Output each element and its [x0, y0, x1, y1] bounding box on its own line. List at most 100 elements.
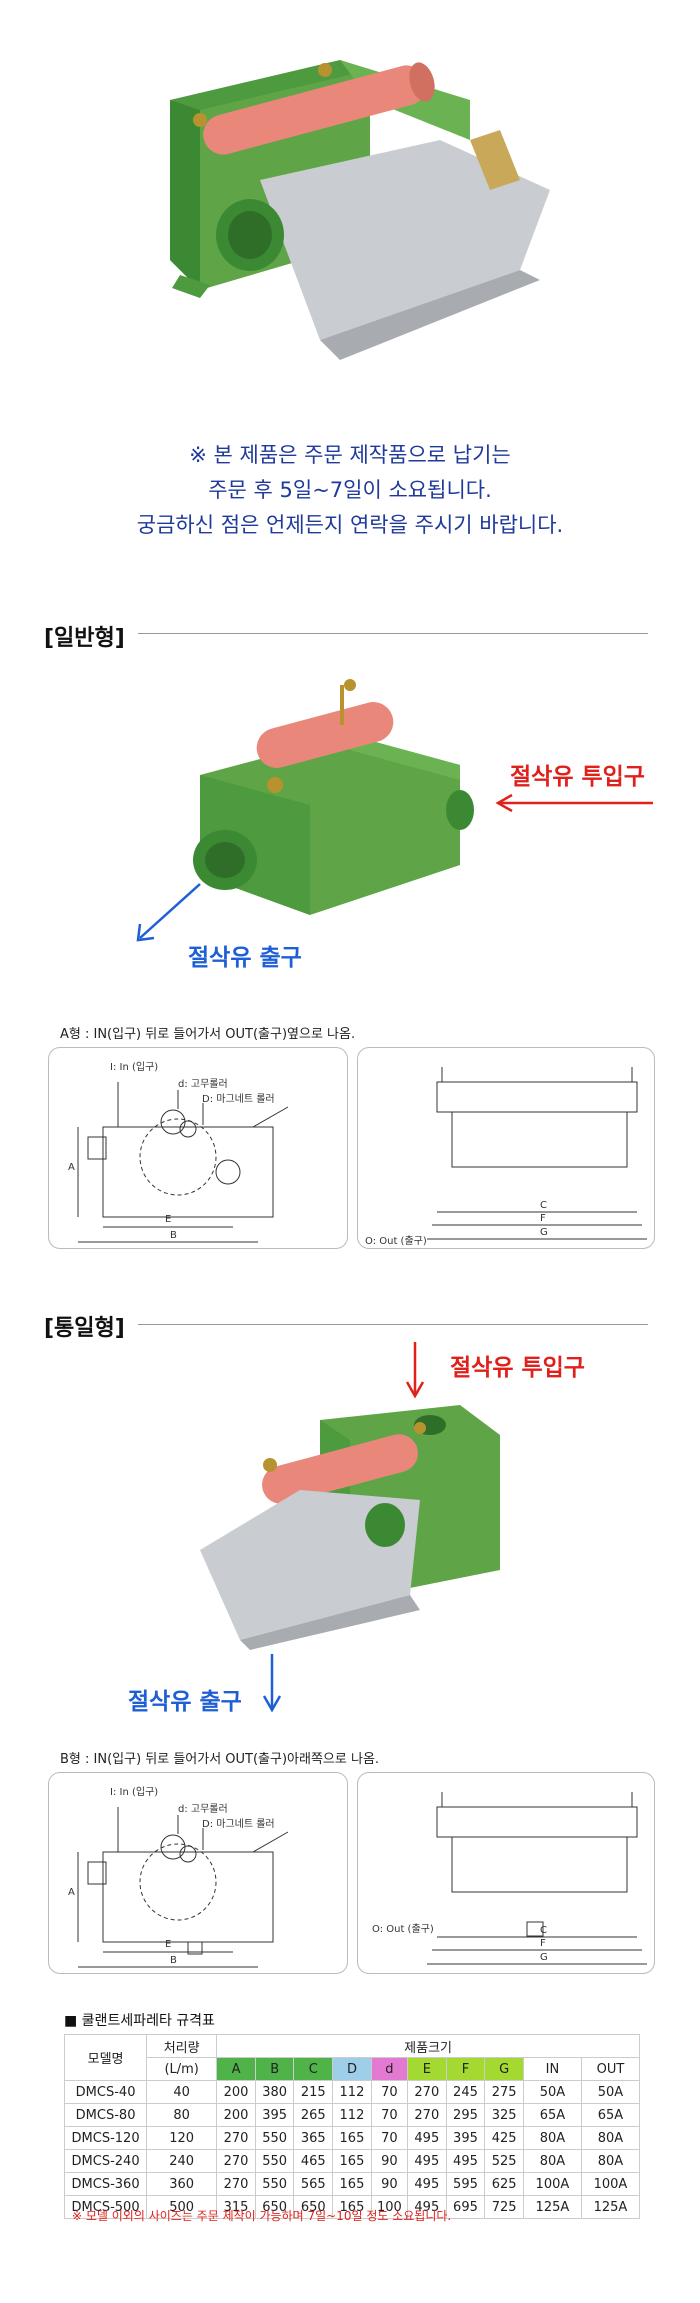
section-a-divider	[138, 633, 648, 634]
table-cell: 50A	[580, 2080, 641, 2104]
table-cell: 625	[484, 2172, 524, 2196]
table-cell: 650	[293, 2195, 334, 2219]
inlet-label-b: 절삭유 투입구	[450, 1355, 585, 1381]
table-cell: DMCS-80	[63, 2103, 148, 2127]
table-cell: 550	[254, 2172, 295, 2196]
dim-header-b: B	[254, 2057, 295, 2081]
table-cell: 495	[407, 2126, 447, 2150]
table-cell: 365	[293, 2126, 334, 2150]
table-cell: 500	[146, 2195, 218, 2219]
table-cell: 495	[445, 2149, 486, 2173]
diagram-a-front	[427, 1067, 647, 1240]
dim-a-b: A	[68, 1887, 75, 1898]
table-cell: 425	[484, 2126, 524, 2150]
dim-label-in-a: I: In (입구)	[110, 1062, 159, 1073]
type-b-caption: B형 : IN(입구) 뒤로 들어가서 OUT(출구)아래쪽으로 나옴.	[60, 1752, 380, 1767]
dim-label-in-b: I: In (입구)	[110, 1787, 159, 1798]
dim-label-out-b: O: Out (출구)	[372, 1924, 434, 1935]
dim-c-b: C	[540, 1925, 547, 1936]
section-b-title: [통일형]	[44, 1316, 125, 1341]
product-photo-b	[200, 1405, 500, 1650]
table-cell: 112	[332, 2080, 372, 2104]
order-notice: ※ 본 제품은 주문 제작품으로 납기는 주문 후 5일~7일이 소요됩니다. …	[0, 438, 700, 543]
table-cell: 80A	[522, 2126, 582, 2150]
inlet-label-a: 절삭유 투입구	[510, 764, 645, 790]
dim-e-b: E	[165, 1939, 172, 1950]
table-cell: 315	[216, 2195, 256, 2219]
table-cell: 465	[293, 2149, 334, 2173]
dim-f-a: F	[540, 1213, 546, 1224]
table-cell: 395	[445, 2126, 486, 2150]
table-cell: 275	[484, 2080, 524, 2104]
table-cell: DMCS-120	[63, 2126, 148, 2150]
table-cell: 215	[293, 2080, 334, 2104]
dim-header-e: E	[407, 2057, 447, 2081]
spec-table-title: ■ 쿨랜트세파레타 규격표	[64, 2013, 215, 2029]
table-cell: 525	[484, 2149, 524, 2173]
table-cell: 245	[445, 2080, 486, 2104]
outlet-arrow-a	[136, 883, 201, 942]
table-cell: 80	[146, 2103, 218, 2127]
table-cell: 565	[293, 2172, 334, 2196]
table-cell: 40	[146, 2080, 218, 2104]
spec-note: ※ 모델 이외의 사이즈는 주문 제작이 가능하며 7일~10일 정도 소요됩니…	[72, 2209, 452, 2223]
table-cell: 65A	[580, 2103, 641, 2127]
notice-line-1: ※ 본 제품은 주문 제작품으로 납기는	[189, 443, 511, 467]
table-cell: 100A	[522, 2172, 582, 2196]
table-cell: 695	[445, 2195, 486, 2219]
table-cell: 270	[407, 2080, 447, 2104]
dim-f-b: F	[540, 1938, 546, 1949]
diagram-a-side-panel	[48, 1047, 348, 1249]
table-cell: 120	[146, 2126, 218, 2150]
table-cell: 90	[370, 2149, 409, 2173]
dim-b-a: B	[170, 1230, 177, 1241]
inlet-arrow-b	[405, 1342, 425, 1399]
dim-g-a: G	[540, 1227, 548, 1238]
table-cell: 165	[332, 2149, 372, 2173]
inlet-arrow-a	[495, 793, 653, 813]
table-cell: 70	[370, 2080, 409, 2104]
table-cell: 65A	[522, 2103, 582, 2127]
diagram-a-side	[77, 1082, 289, 1243]
table-cell: 165	[332, 2195, 372, 2219]
table-cell: DMCS-360	[63, 2172, 148, 2196]
table-cell: 270	[407, 2103, 447, 2127]
table-cell: 200	[216, 2080, 256, 2104]
table-cell: 270	[216, 2149, 256, 2173]
table-cell: 270	[216, 2172, 256, 2196]
table-cell: 550	[254, 2149, 295, 2173]
table-cell: 595	[445, 2172, 486, 2196]
table-cell: 80A	[580, 2149, 641, 2173]
table-cell: 125A	[522, 2195, 582, 2219]
section-a-title: [일반형]	[44, 626, 125, 651]
dim-label-rubber-a: d: 고무롤러	[178, 1079, 228, 1090]
table-cell: 325	[484, 2103, 524, 2127]
table-cell: 80A	[580, 2126, 641, 2150]
dim-header-d-small: d	[370, 2057, 409, 2081]
diagram-b-front-panel	[357, 1772, 655, 1974]
table-cell: 270	[216, 2126, 256, 2150]
dim-header-c: C	[293, 2057, 334, 2081]
table-cell: 50A	[522, 2080, 582, 2104]
section-b-divider	[138, 1324, 648, 1325]
table-cell: 725	[484, 2195, 524, 2219]
product-photo-top	[170, 60, 550, 360]
table-cell: 380	[254, 2080, 295, 2104]
diagram-b-side-panel	[48, 1772, 348, 1974]
table-cell: 165	[332, 2126, 372, 2150]
diagram-b-front	[427, 1792, 647, 1965]
notice-line-3: 궁금하신 점은 언제든지 연락을 주시기 바랍니다.	[136, 513, 564, 537]
diagram-a-front-panel	[357, 1047, 655, 1249]
table-cell: 650	[254, 2195, 295, 2219]
product-photo-a	[193, 679, 474, 915]
table-cell: DMCS-40	[63, 2080, 148, 2104]
dim-c-a: C	[540, 1200, 547, 1211]
dim-b-b: B	[170, 1955, 177, 1966]
col-in-header: IN	[522, 2057, 582, 2081]
table-cell: DMCS-240	[63, 2149, 148, 2173]
